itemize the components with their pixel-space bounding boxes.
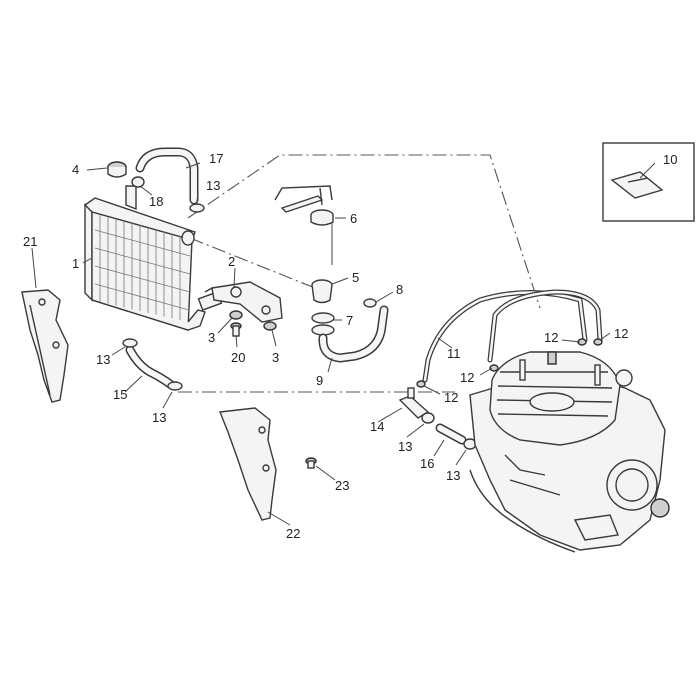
callout-21: 21	[23, 234, 37, 249]
callout-13-d: 13	[398, 439, 412, 454]
callout-number-layer: 1 2 3 3 4 5 6 7 8 9 10 11 12 12 12 12 13…	[23, 151, 677, 541]
callout-2: 2	[228, 254, 235, 269]
reference-line-upper-fitting	[189, 237, 321, 291]
hose-clamp-lower-left	[122, 338, 138, 348]
water-fitting	[398, 387, 430, 419]
callout-10: 10	[663, 152, 677, 167]
callout-12-a: 12	[544, 330, 558, 345]
callout-12-b: 12	[614, 326, 628, 341]
callout-1: 1	[72, 256, 79, 271]
callout-3-left: 3	[208, 330, 215, 345]
grommet-right	[263, 321, 277, 331]
callout-18: 18	[149, 194, 163, 209]
callout-12-c: 12	[460, 370, 474, 385]
hose-clamp-lower-right	[167, 381, 183, 391]
callout-11: 11	[447, 346, 461, 361]
assembly-reference-lines	[178, 154, 541, 393]
callout-12-d: 12	[444, 390, 458, 405]
grommet-left	[229, 310, 243, 320]
bleed-pipes	[416, 289, 603, 388]
curved-hose	[318, 305, 389, 363]
radiator-bracket	[204, 281, 283, 323]
callout-13-a: 13	[96, 352, 110, 367]
callout-6: 6	[350, 211, 357, 226]
callout-4: 4	[72, 162, 79, 177]
callout-13-c: 13	[206, 178, 220, 193]
bracket-screw	[230, 322, 242, 337]
hose-clamp-8	[363, 298, 377, 308]
left-radiator-shroud	[21, 289, 69, 403]
callout-3-right: 3	[272, 350, 279, 365]
callout-15: 15	[113, 387, 127, 402]
short-hose	[435, 423, 467, 445]
callout-17: 17	[209, 151, 223, 166]
callout-9: 9	[316, 373, 323, 388]
shroud-screw	[305, 457, 317, 469]
radiator-cap	[107, 161, 127, 178]
filler-neck	[311, 279, 333, 304]
fitting-clamp	[421, 412, 435, 424]
callout-13-e: 13	[446, 468, 460, 483]
reference-line-radiator-engine	[187, 154, 541, 309]
hose-connector	[311, 312, 335, 336]
callout-14: 14	[370, 419, 384, 434]
engine	[469, 351, 670, 553]
callout-5: 5	[352, 270, 359, 285]
callout-23: 23	[335, 478, 349, 493]
lower-radiator-hose	[125, 345, 175, 389]
hose-clamp-upper	[189, 203, 205, 213]
callout-7: 7	[346, 313, 353, 328]
filler-assembly	[274, 185, 334, 265]
callout-13-b: 13	[152, 410, 166, 425]
callout-leaders	[31, 162, 656, 526]
hose-clamp-18	[131, 176, 145, 188]
upper-hose	[135, 147, 199, 205]
callout-16: 16	[420, 456, 434, 471]
radiator	[83, 185, 223, 331]
callout-8: 8	[396, 282, 403, 297]
lower-shroud	[219, 407, 277, 521]
clip-detail-inset	[602, 142, 695, 222]
callout-20: 20	[231, 350, 245, 365]
callout-22: 22	[286, 526, 300, 541]
